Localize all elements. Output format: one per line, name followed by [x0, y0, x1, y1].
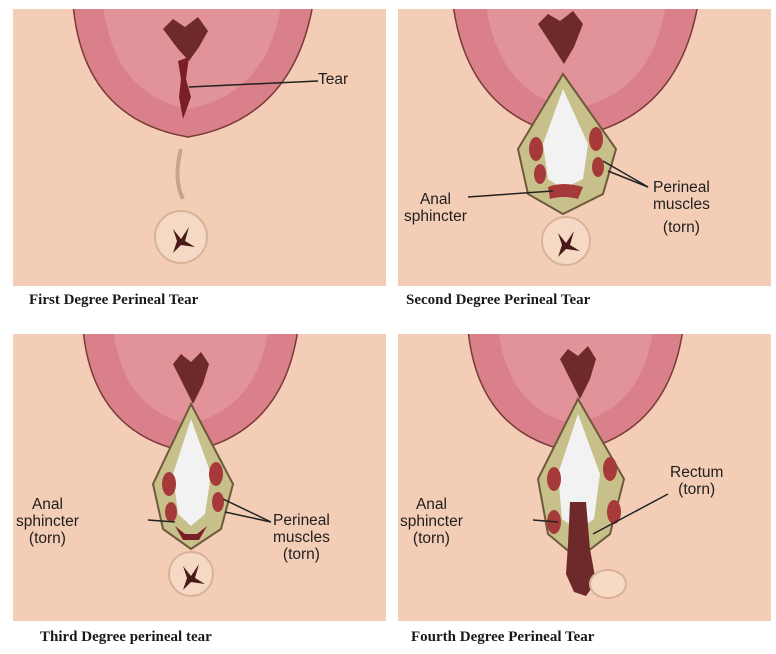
anal-sphincter-torn-label-4: Anal sphincter (torn)	[400, 496, 463, 547]
third-degree-illustration	[13, 334, 386, 621]
anal-sphincter-label: Anal sphincter	[404, 191, 467, 225]
perineal-muscles-torn-line-3: (torn)	[273, 546, 330, 563]
perineal-muscles-line-1: Perineal	[653, 179, 710, 196]
perineal-muscles-torn-label: Perineal muscles (torn)	[273, 512, 330, 563]
tear-label: Tear	[318, 71, 348, 88]
anal-sphincter-torn-line-1: Anal	[16, 496, 79, 513]
anal-sphincter-torn-line-2: sphincter	[16, 513, 79, 530]
panel-first-degree: Tear	[13, 9, 386, 286]
second-degree-illustration	[398, 9, 771, 286]
first-degree-illustration	[13, 9, 386, 286]
anal-sphincter-torn-label: Anal sphincter (torn)	[16, 496, 79, 547]
anal-sphincter-torn-4-line-2: sphincter	[400, 513, 463, 530]
rectum-torn-line-2: (torn)	[670, 481, 723, 498]
caption-second-degree: Second Degree Perineal Tear	[406, 292, 590, 309]
anal-sphincter-torn-4-line-3: (torn)	[400, 530, 463, 547]
perineal-muscles-label: Perineal muscles (torn)	[653, 179, 710, 236]
perineal-muscles-line-3: (torn)	[653, 219, 710, 236]
caption-fourth-degree: Fourth Degree Perineal Tear	[411, 629, 594, 646]
panel-second-degree: Anal sphincter Perineal muscles (torn)	[398, 9, 771, 286]
rectum-torn-line-1: Rectum	[670, 464, 723, 481]
caption-third-degree: Third Degree perineal tear	[40, 629, 212, 646]
anal-sphincter-torn-line-3: (torn)	[16, 530, 79, 547]
caption-first-degree: First Degree Perineal Tear	[29, 292, 198, 309]
anal-sphincter-line-1: Anal	[404, 191, 467, 208]
rectum-torn-label: Rectum (torn)	[670, 464, 723, 498]
perineal-muscles-torn-line-2: muscles	[273, 529, 330, 546]
perineal-muscles-line-2: muscles	[653, 196, 710, 213]
anal-sphincter-line-2: sphincter	[404, 208, 467, 225]
anal-sphincter-torn-4-line-1: Anal	[400, 496, 463, 513]
perineal-muscles-torn-line-1: Perineal	[273, 512, 330, 529]
panel-third-degree: Anal sphincter (torn) Perineal muscles (…	[13, 334, 386, 621]
panel-fourth-degree: Rectum (torn) Anal sphincter (torn)	[398, 334, 771, 621]
